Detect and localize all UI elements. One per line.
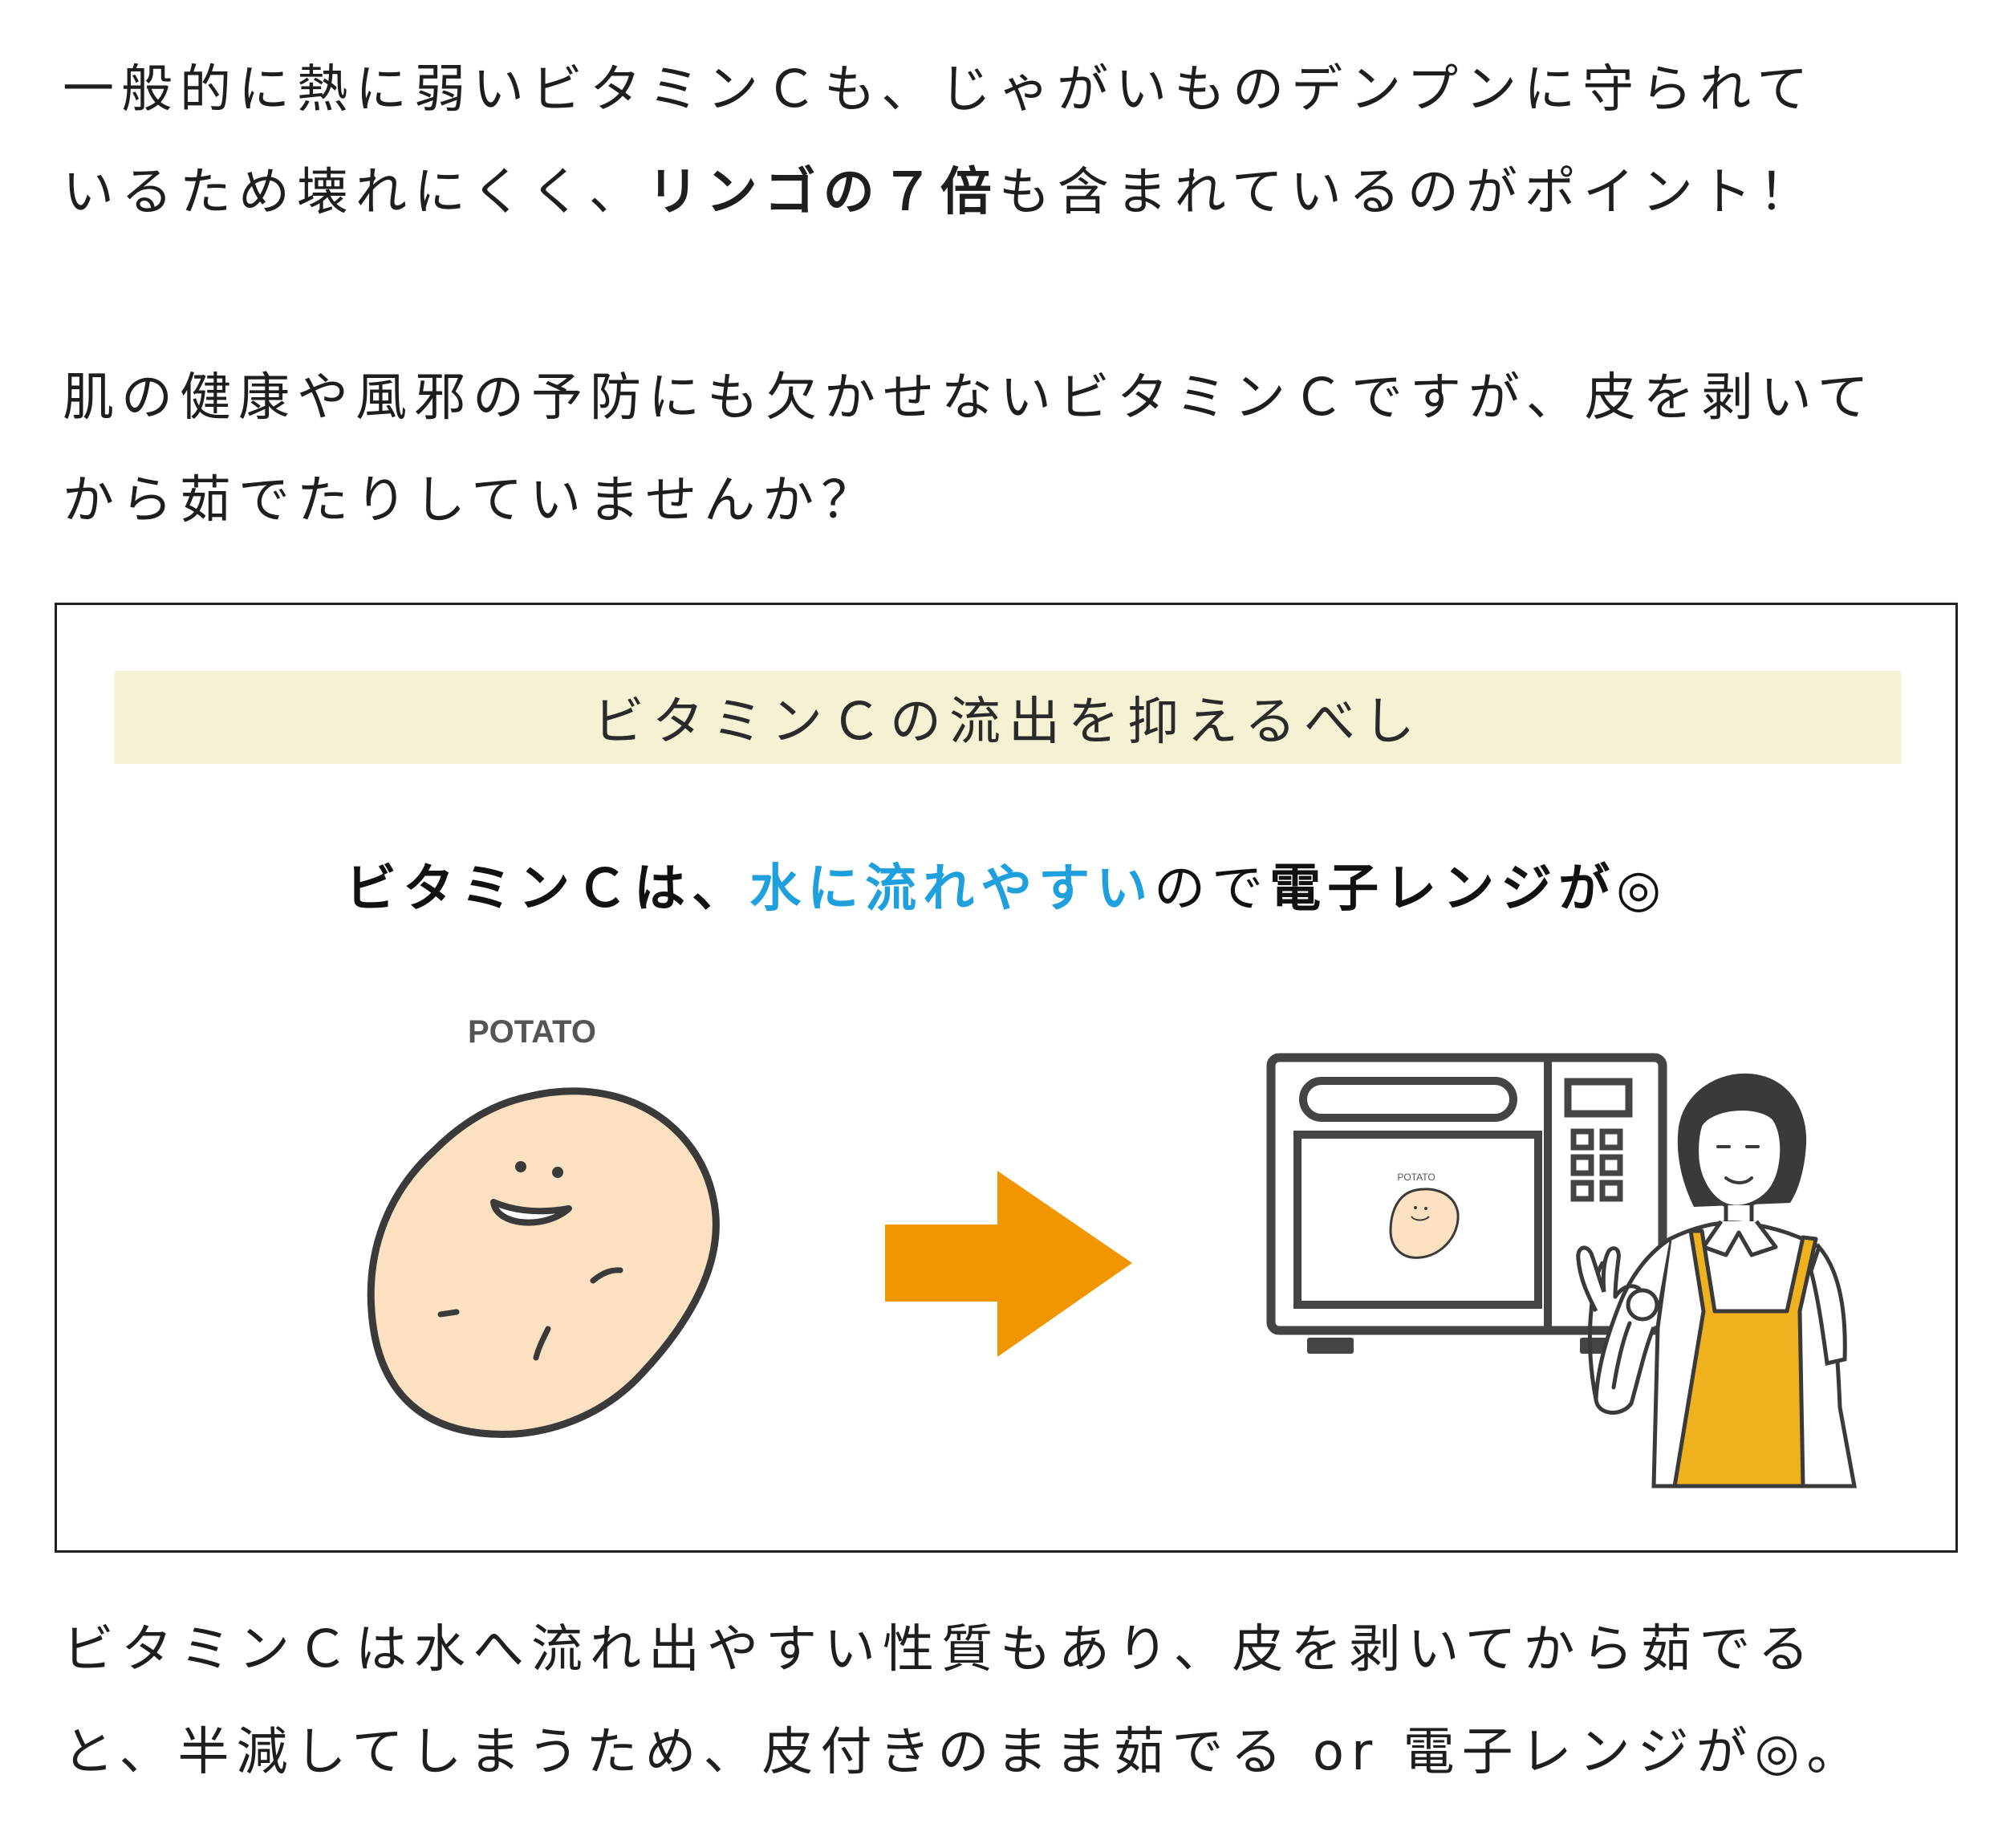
microwave-icon: POTATO [1266, 1053, 1667, 1354]
conclusion-line-1: ビタミンＣは水へ流れ出やすい性質もあり、皮を剥いてから茹でる [63, 1620, 1817, 1679]
heading-highlight: 水に流れやすい [749, 859, 1155, 919]
intro-line-1: 一般的に熱に弱いビタミンＣも、じゃがいものデンプンに守られて [63, 60, 1816, 120]
intro-paragraph: 一般的に熱に弱いビタミンＣも、じゃがいものデンプンに守られて いるため壊れにくく… [63, 39, 1817, 244]
tip-box-heading: ビタミンＣは、水に流れやすいので電子レンジが◎ [57, 847, 1955, 921]
tip-box: ビタミンＣの流出を抑えるべし ビタミンＣは、水に流れやすいので電子レンジが◎ P… [55, 603, 1958, 1553]
heading-part-1: ビタミンＣは、 [345, 859, 750, 919]
question-paragraph: 肌の健康や風邪の予防にも欠かせないビタミンＣですが、皮を剥いて から茹でたりして… [63, 347, 1876, 552]
heading-part-4: 電子レンジが◎ [1269, 859, 1667, 919]
illustration: POTATO POTATO [367, 1014, 1858, 1489]
arrow-right-icon [885, 1171, 1132, 1357]
intro-line-2-pre: いるため壊れにくく、 [63, 163, 648, 222]
intro-line-2-post: も含まれているのがポイント！ [998, 163, 1817, 222]
mini-potato-label: POTATO [1397, 1172, 1435, 1183]
conclusion-line-2: と、半減してしまうため、皮付きのまま茹でる or 電子レンジが◎。 [63, 1723, 1866, 1782]
woman-ok-gesture-icon [1576, 1073, 1858, 1489]
potato-label: POTATO [468, 1014, 596, 1050]
question-line-1: 肌の健康や風邪の予防にも欠かせないビタミンＣですが、皮を剥いて [63, 368, 1876, 428]
emphasis-apple-7x: リンゴの７倍 [647, 163, 999, 222]
potato-character-icon: POTATO [367, 1014, 720, 1438]
tip-box-title: ビタミンＣの流出を抑えるべし [115, 671, 1901, 764]
conclusion-paragraph: ビタミンＣは水へ流れ出やすい性質もあり、皮を剥いてから茹でる と、半減してしまう… [63, 1598, 1866, 1804]
heading-part-3: ので [1154, 859, 1270, 919]
question-line-2: から茹でたりしていませんか？ [63, 471, 880, 530]
intro-line-2: いるため壊れにくく、リンゴの７倍も含まれているのがポイント！ [63, 141, 1817, 244]
